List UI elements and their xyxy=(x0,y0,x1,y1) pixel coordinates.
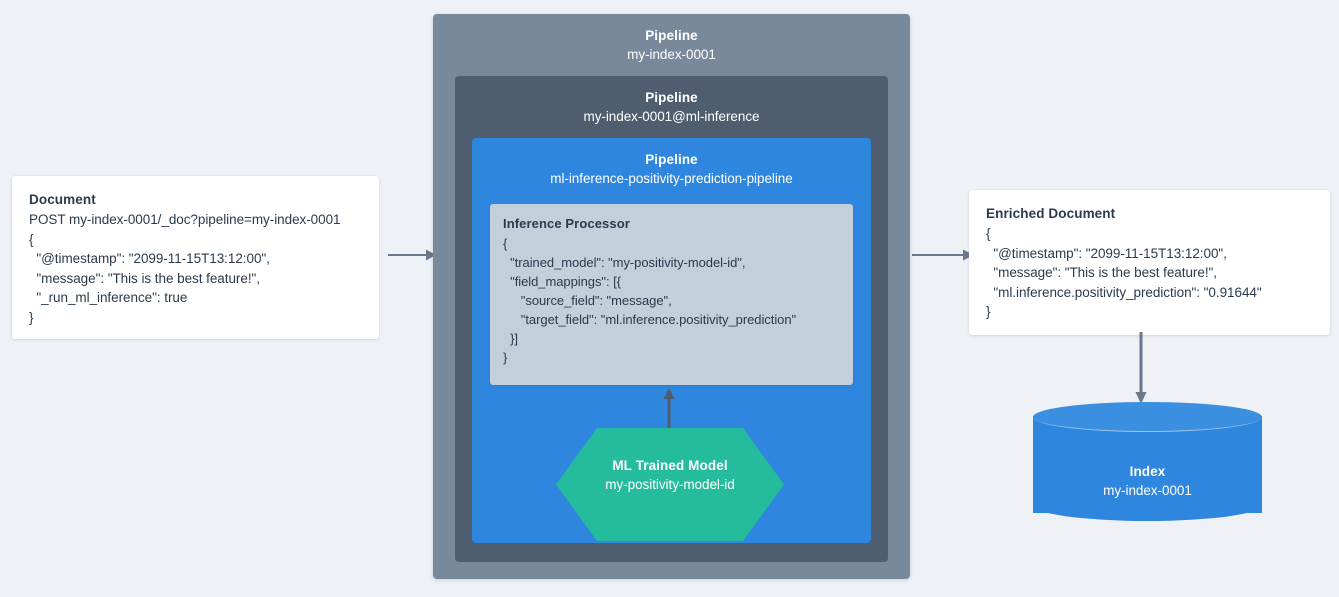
ml-trained-model-value: my-positivity-model-id xyxy=(605,477,735,492)
pipeline-middle-label: Pipeline xyxy=(645,90,698,105)
arrow-document-to-index-icon xyxy=(1134,332,1148,404)
inference-processor-line: { xyxy=(503,236,508,251)
pipeline-outer-value: my-index-0001 xyxy=(627,47,716,62)
input-document-line: } xyxy=(29,309,34,325)
ml-trained-model-hexagon: ML Trained Model my-positivity-model-id xyxy=(556,428,784,541)
pipeline-inner-value: ml-inference-positivity-prediction-pipel… xyxy=(550,171,793,186)
enriched-document-title: Enriched Document xyxy=(986,206,1116,221)
index-value: my-index-0001 xyxy=(1103,483,1192,498)
cylinder-bottom-ellipse xyxy=(1033,489,1262,521)
inference-processor-line: "field_mappings": [{ xyxy=(503,274,621,289)
input-document-line: "_run_ml_inference": true xyxy=(29,290,188,305)
inference-processor-card: Inference Processor { "trained_model": "… xyxy=(490,204,853,385)
input-document-line: { xyxy=(29,231,34,247)
inference-processor-title: Inference Processor xyxy=(503,216,630,231)
input-document-card: Document POST my-index-0001/_doc?pipelin… xyxy=(12,176,379,339)
arrow-document-to-pipeline-icon xyxy=(388,248,436,262)
enriched-document-line: { xyxy=(986,226,991,241)
index-title: Index xyxy=(1129,464,1166,479)
input-document-line: POST my-index-0001/_doc?pipeline=my-inde… xyxy=(29,212,341,227)
inference-processor-line: "source_field": "message", xyxy=(503,293,672,308)
index-cylinder: Index my-index-0001 xyxy=(1033,402,1262,527)
index-label-group: Index my-index-0001 xyxy=(1033,462,1262,500)
input-document-line: "@timestamp": "2099-11-15T13:12:00", xyxy=(29,251,270,266)
input-document-line: "message": "This is the best feature!", xyxy=(29,270,260,286)
ml-trained-model-title: ML Trained Model xyxy=(612,458,728,473)
inference-processor-line: "trained_model": "my-positivity-model-id… xyxy=(503,255,746,270)
enriched-document-line: "message": "This is the best feature!", xyxy=(986,265,1217,280)
inference-processor-line: }] xyxy=(503,331,518,346)
cylinder-top-ellipse xyxy=(1033,402,1262,432)
enriched-document-line: "@timestamp": "2099-11-15T13:12:00", xyxy=(986,245,1227,261)
pipeline-outer-label: Pipeline xyxy=(645,28,698,43)
inference-processor-line: } xyxy=(503,350,508,365)
enriched-document-line: "ml.inference.positivity_prediction": "0… xyxy=(986,284,1262,300)
arrow-pipeline-to-enriched-document-icon xyxy=(912,248,974,262)
inference-processor-line: "target_field": "ml.inference.positivity… xyxy=(503,312,797,327)
input-document-title: Document xyxy=(29,192,96,207)
pipeline-middle-value: my-index-0001@ml-inference xyxy=(583,109,760,124)
enriched-document-line: } xyxy=(986,304,991,319)
arrow-model-to-processor-icon xyxy=(662,388,676,434)
pipeline-inner-label: Pipeline xyxy=(645,152,698,167)
enriched-document-card: Enriched Document { "@timestamp": "2099-… xyxy=(969,190,1330,335)
